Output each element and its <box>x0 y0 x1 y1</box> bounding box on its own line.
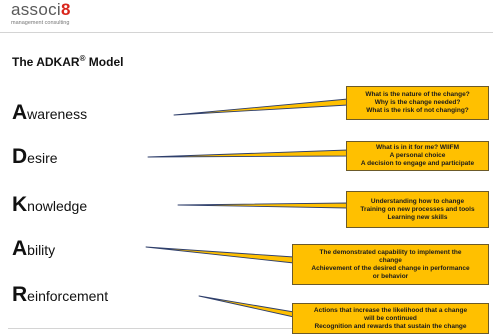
title-main: The ADKAR <box>12 55 80 69</box>
callout-tail-desire <box>147 149 349 158</box>
stage-ability: Ability <box>12 237 55 261</box>
stage-awareness: Awareness <box>12 101 87 125</box>
logo-wordmark: associ8 <box>11 1 71 19</box>
callout-awareness: What is the nature of the change? Why is… <box>346 86 489 120</box>
callout-tail-reinforcement <box>198 295 295 318</box>
stage-initial: A <box>12 101 28 124</box>
stage-desire: Desire <box>12 145 58 169</box>
callout-line: What is the nature of the change? <box>365 91 470 98</box>
callout-line: Actions that increase the likelihood tha… <box>313 306 468 322</box>
logo-brand-accent: 8 <box>61 0 71 19</box>
callout-tail-awareness <box>173 98 349 116</box>
stage-rest: bility <box>27 242 56 258</box>
callout-line: What is in it for me? WIIFM <box>375 144 460 151</box>
callout-desire: What is in it for me? WIIFM A personal c… <box>346 141 489 171</box>
company-logo: associ8 management consulting <box>11 1 71 27</box>
stage-knowledge: Knowledge <box>12 193 87 217</box>
callout-line: Achievement of the desired change in per… <box>311 264 470 280</box>
stage-initial: R <box>12 283 28 306</box>
callout-line: The demonstrated capability to implement… <box>319 248 462 264</box>
stage-reinforcement: Reinforcement <box>12 283 108 307</box>
callout-tail-knowledge <box>177 202 349 209</box>
callout-ability: The demonstrated capability to implement… <box>292 244 489 285</box>
callout-line: What is the risk of not changing? <box>366 107 469 114</box>
logo-tagline: management consulting <box>11 20 70 26</box>
callout-knowledge: Understanding how to change Training on … <box>346 191 489 228</box>
header-divider <box>0 32 493 33</box>
callout-line: Why is the change needed? <box>374 99 461 106</box>
stage-rest: wareness <box>27 106 88 122</box>
callout-reinforcement: Actions that increase the likelihood tha… <box>292 303 489 334</box>
footer-divider <box>8 328 292 329</box>
callout-line: A decision to engage and participate <box>360 160 475 167</box>
callout-line: Training on new processes and tools <box>360 205 475 213</box>
logo-brand-main: associ <box>11 0 61 19</box>
stage-initial: K <box>12 193 28 216</box>
stage-rest: esire <box>27 150 58 166</box>
callout-line: A personal choice <box>389 152 446 159</box>
stage-initial: D <box>12 145 28 168</box>
stage-initial: A <box>12 237 28 260</box>
slide-title: The ADKAR® Model <box>12 54 124 70</box>
title-end: Model <box>85 55 124 69</box>
stage-rest: einforcement <box>27 288 109 304</box>
callout-tail-ability <box>145 246 295 264</box>
stage-rest: nowledge <box>27 198 88 214</box>
callout-line: Recognition and rewards that sustain the… <box>314 322 467 330</box>
callout-line: Understanding how to change <box>370 197 465 205</box>
registered-mark: ® <box>79 54 86 63</box>
callout-line: Learning new skills <box>387 213 448 221</box>
